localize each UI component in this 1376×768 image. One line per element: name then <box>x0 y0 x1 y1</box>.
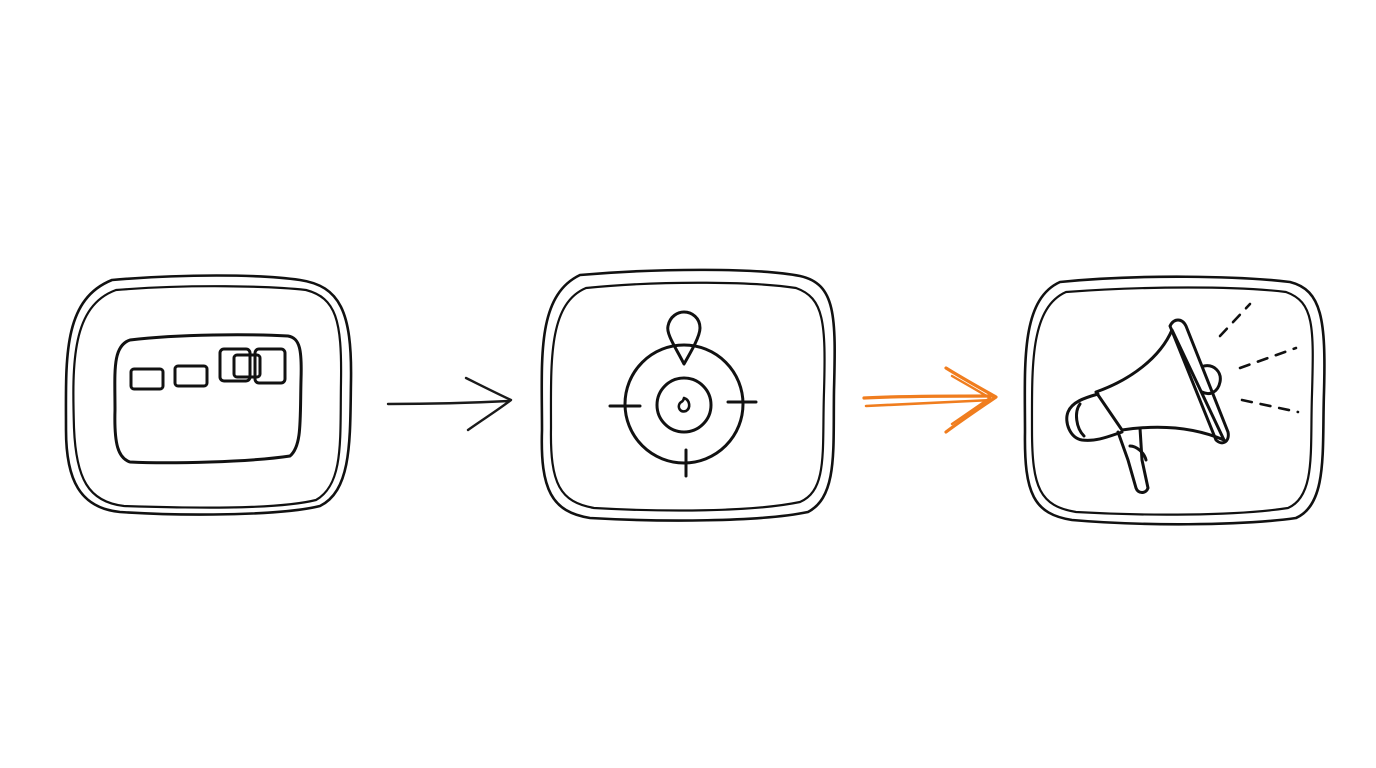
target-center-dot <box>677 396 691 413</box>
arrow-shaft <box>386 399 511 406</box>
sound-wave-3 <box>1240 398 1300 414</box>
panel-window <box>113 333 303 465</box>
panel-box-2 <box>173 364 209 388</box>
target-outer-ring <box>623 343 745 465</box>
arrow-head-echo <box>950 374 992 426</box>
connector-arrow-1 <box>386 376 513 432</box>
megaphone-icon <box>1065 302 1300 494</box>
card-frame-inner <box>1030 286 1314 516</box>
card-frame-outer <box>64 274 353 516</box>
step-1-card <box>64 274 353 516</box>
arrow-shaft-echo <box>864 398 994 408</box>
sound-wave-2 <box>1238 346 1298 370</box>
megaphone-back-ring <box>1075 402 1086 438</box>
card-frame-outer <box>1023 275 1326 526</box>
megaphone-side-knob <box>1200 364 1222 396</box>
arrow-shaft <box>862 394 996 400</box>
card-frame-outer <box>540 268 836 522</box>
card-frame-inner <box>549 281 826 512</box>
megaphone-cone <box>1094 328 1226 442</box>
megaphone-handle <box>1116 426 1150 494</box>
step-2-card <box>540 268 836 522</box>
target-inner-ring <box>655 376 713 434</box>
sound-wave-1 <box>1218 302 1252 338</box>
ui-panel-icon <box>113 333 303 465</box>
step-3-card <box>1023 275 1326 526</box>
panel-box-5 <box>253 347 287 385</box>
location-target-icon <box>608 310 758 478</box>
location-pin <box>666 310 702 366</box>
panel-box-3 <box>218 347 252 383</box>
megaphone-handle-cap <box>1128 444 1148 462</box>
panel-box-4 <box>232 353 262 379</box>
card-frame-inner <box>72 285 343 509</box>
megaphone-bell-rim <box>1168 318 1230 445</box>
panel-box-1 <box>129 367 165 391</box>
megaphone-back-cap <box>1065 392 1124 442</box>
connector-arrow-2 <box>862 366 998 434</box>
arrow-head <box>464 376 513 432</box>
arrow-head <box>944 366 998 434</box>
